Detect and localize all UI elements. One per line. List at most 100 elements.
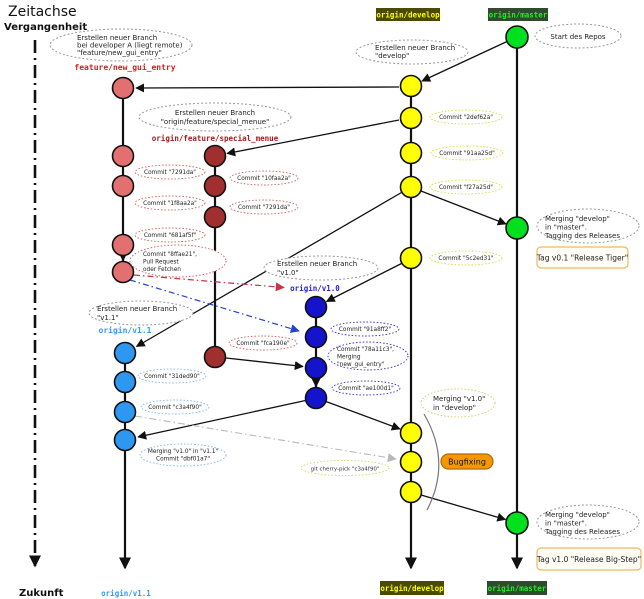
bubble-text: in "develop": [433, 404, 476, 412]
commit-node: [111, 144, 135, 168]
release-tag-tiger: Tag v0.1 "Release Tiger": [536, 246, 629, 269]
bubble-text: Erstellen neuer Branch: [277, 260, 357, 268]
commit-label: Commit "f27a25d": [439, 185, 493, 191]
bubble-text: "v1.0": [277, 269, 299, 277]
axis-past-label: Vergangenheit: [4, 22, 87, 33]
commit-node: [505, 25, 529, 49]
arrow-v10-to-develop: [325, 400, 401, 431]
arrow-master-to-develop: [421, 40, 508, 82]
bubble-create-v11: Erstellen neuer Branch "v1.1": [88, 300, 194, 326]
develop-tag-bottom-label: origin/develop: [380, 584, 444, 593]
page-title: Zeitachse: [8, 4, 77, 20]
v10-branch-nodes: [304, 295, 328, 410]
commit-label: Commit "681af5f": [144, 233, 197, 239]
commit-node: [304, 325, 328, 349]
commit-node: [203, 144, 227, 168]
commit-node: [304, 295, 328, 319]
bubble-text: Tagging des Releases: [544, 232, 620, 240]
bubble-text: Erstellen neuer Branch: [97, 305, 177, 313]
commit-label: Commit "91aa25d": [439, 151, 495, 157]
cherry-pick-text: git cherry-pick "c3a4f90": [311, 467, 380, 473]
commit-label: Merging: [337, 355, 361, 361]
bubble-text: "v1.1": [97, 314, 119, 322]
commit-label: Commit "78a11c3",: [337, 347, 394, 353]
commit-label: Commit "fca190e": [236, 341, 290, 347]
commit-node: [113, 341, 137, 365]
cherry-pick-label: git cherry-pick "c3a4f90": [300, 460, 390, 476]
tag-background: [488, 8, 548, 21]
bubble-text: Erstellen neuer Branch: [175, 109, 255, 117]
commit-node: [111, 174, 135, 198]
commit-node: [505, 216, 529, 240]
bubble-text: in "master".: [545, 520, 587, 528]
develop-branch-nodes: [399, 74, 423, 504]
commit-node: [399, 450, 423, 474]
commit-label: Commit "c3a4f90": [148, 405, 202, 411]
v11-branch-nodes: [113, 341, 137, 452]
bubble-create-feature: Erstellen neuer Branch bei developer A (…: [49, 28, 193, 62]
commit-label: Pull Request: [143, 260, 179, 266]
commit-node: [203, 345, 227, 369]
bubble-text: Start des Repos: [550, 33, 606, 41]
bubble-text: "feature/new_gui_entry": [77, 49, 162, 57]
bubble-text: Erstellen neuer Branch: [375, 44, 455, 52]
release-tag-label: Tag v1.0 "Release Big-Step": [536, 555, 641, 564]
commit-label: Commit "8ffae21",: [143, 252, 197, 258]
arrow-cherry-pick: [134, 415, 397, 463]
axis-future-label: Zukunft: [19, 588, 64, 599]
commit-node: [399, 74, 423, 98]
release-tag-big-step: Tag v1.0 "Release Big-Step": [536, 547, 642, 571]
bugfixing-label: Bugfixing: [448, 458, 486, 467]
bubble-text: Merging "develop": [545, 215, 610, 223]
commit-label: "new_gui_entry": [337, 362, 385, 368]
commit-node: [113, 428, 137, 452]
bugfixing-badge: Bugfixing: [440, 453, 494, 470]
master-tag-top: origin/master: [488, 8, 548, 21]
bubble-text: Tagging des Releases: [544, 528, 620, 536]
develop-commit-labels: Commit "2def62a" Commit "91aa25d" Commit…: [429, 109, 504, 266]
commit-node: [304, 386, 328, 410]
master-branch-nodes: [505, 25, 529, 535]
bubble-text: in "master".: [545, 224, 587, 232]
bubble-text: "origin/feature/special_menue": [161, 118, 270, 126]
arrow-develop-to-master-2: [420, 494, 507, 522]
arrow-special-menue-to-v10: [225, 357, 304, 371]
bubble-create-develop: Erstellen neuer Branch "develop": [355, 39, 469, 65]
bubble-merge-v10-develop: Merging "v1.0" in "develop": [420, 388, 496, 418]
commit-node: [399, 141, 423, 165]
arrow-develop-to-master-1: [420, 190, 507, 226]
commit-node: [399, 421, 423, 445]
release-tag-label: Tag v0.1 "Release Tiger": [536, 254, 628, 263]
commit-label: Commit "7291da": [144, 170, 196, 176]
commit-label: Commit "2def62a": [439, 115, 493, 121]
commit-label: Merging "v1.0" in "v1.1": [148, 449, 219, 455]
commit-label: Commit "dbf01a7": [156, 457, 210, 463]
bubble-create-v10: Erstellen neuer Branch "v1.0": [263, 255, 379, 281]
master-tag-bottom: origin/master: [487, 581, 547, 595]
develop-tag-top-label: origin/develop: [376, 11, 440, 20]
tag-background: [376, 8, 440, 21]
arrow-v10-to-v11: [137, 399, 306, 440]
commit-node: [111, 260, 135, 284]
special-menue-commit-labels: Commit "10faa2a" Commit "7291da" Commit …: [228, 170, 299, 351]
v10-commit-labels: Commit "91a8ff2" Commit "78a11c3", Mergi…: [327, 321, 409, 396]
commit-label: Commit "ae100d1": [338, 386, 394, 392]
bubble-text: Erstellen neuer Branch: [77, 34, 157, 42]
feature-commit-labels: Commit "7291da" Commit "1f8aa2a" Commit …: [129, 164, 227, 278]
commit-node: [399, 175, 423, 199]
commit-node: [304, 356, 328, 380]
commit-label: Commit "10faa2a": [237, 176, 291, 182]
commit-label: Commit "7291da": [238, 205, 290, 211]
master-tag-top-label: origin/master: [489, 11, 548, 20]
commit-node: [399, 246, 423, 270]
commit-label: oder Fetchen: [143, 267, 181, 273]
commit-label: Commit "5c2ed31": [438, 256, 493, 262]
commit-node: [505, 511, 529, 535]
bubble-text: Merging "v1.0": [433, 395, 485, 403]
v10-branch-label: origin/v1.0: [290, 284, 340, 293]
tag-background: [380, 581, 444, 595]
v11-commit-labels: Commit "31ded90" Commit "c3a4f90" Mergin…: [137, 368, 227, 467]
special-menue-branch-nodes: [203, 144, 227, 369]
bubble-merge-master-1: Merging "develop" in "master". Tagging d…: [536, 208, 640, 244]
